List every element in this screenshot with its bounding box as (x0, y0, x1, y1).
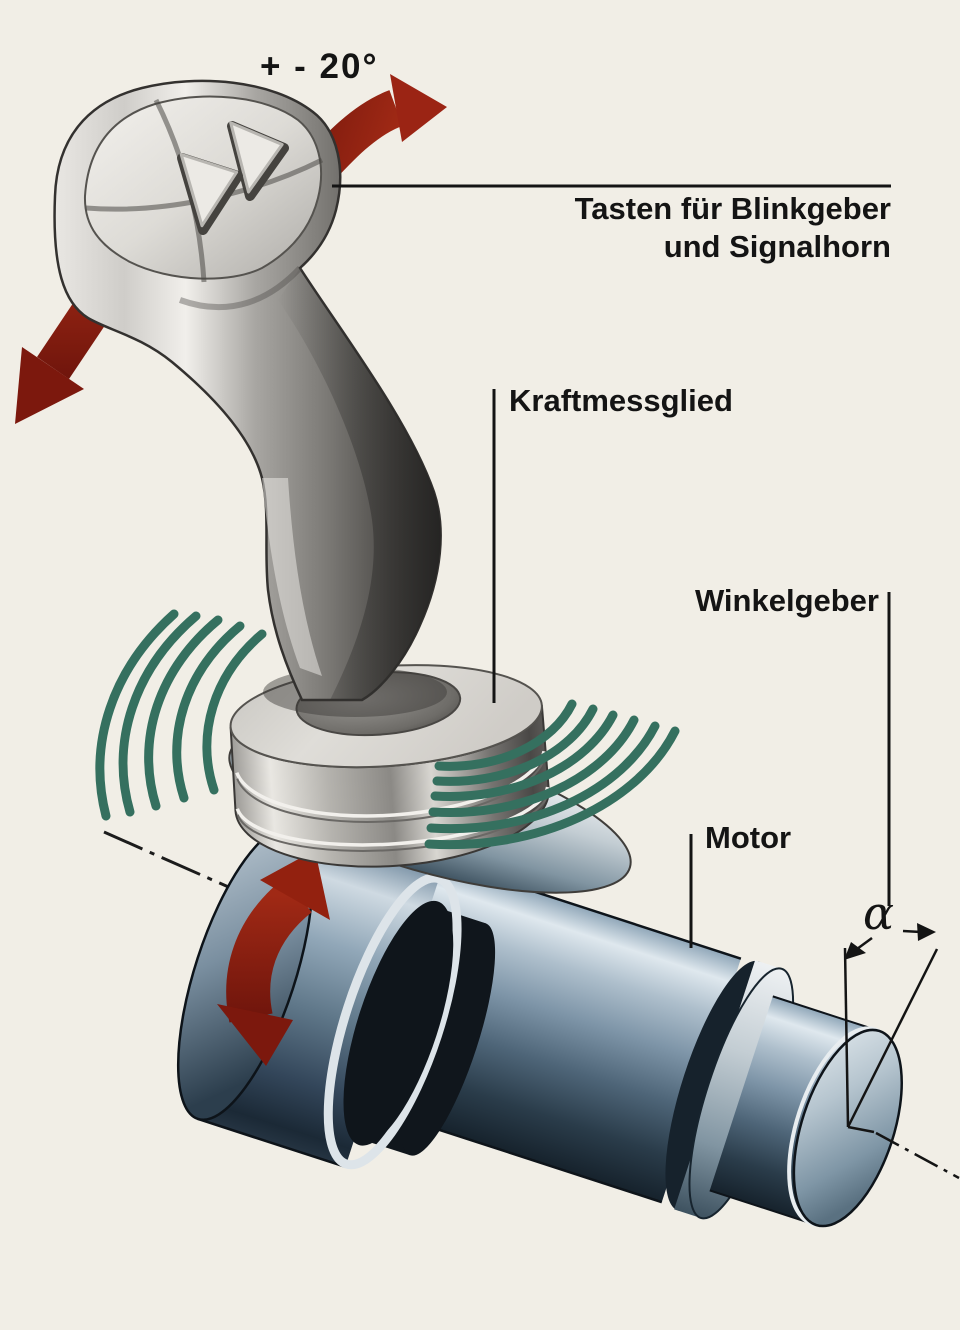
angle-sensor-label: Winkelgeber (694, 583, 879, 618)
joystick-handle (53, 79, 447, 717)
angle-reference-slanted (846, 948, 939, 1128)
angle-reference-vertical (843, 947, 850, 1128)
sleeve-wall (197, 827, 440, 1167)
motor-label: Motor (705, 820, 792, 855)
vibration-waves-right (424, 699, 680, 850)
neck-highlight (262, 478, 322, 676)
axis-centerline-right (875, 1131, 960, 1180)
neck-shading (278, 268, 441, 700)
vibration-waves-left (95, 609, 267, 821)
buttons-label-line1: Tasten für Blinkgeber (574, 191, 891, 226)
rotation-range-label: + - 20° (260, 47, 379, 86)
buttons-label: Tasten für Blinkgeber und Signalhorn (575, 190, 891, 266)
angle-symbol-label: α (863, 886, 895, 940)
annotation-lines (332, 184, 960, 1180)
axis-centerline-left (103, 830, 234, 891)
buttons-label-line2: und Signalhorn (663, 229, 891, 264)
double-rotation-arrow-icon (217, 850, 330, 1066)
force-sensor-label: Kraftmessglied (509, 383, 733, 418)
angle-dimension-arrows-icon (844, 923, 936, 960)
